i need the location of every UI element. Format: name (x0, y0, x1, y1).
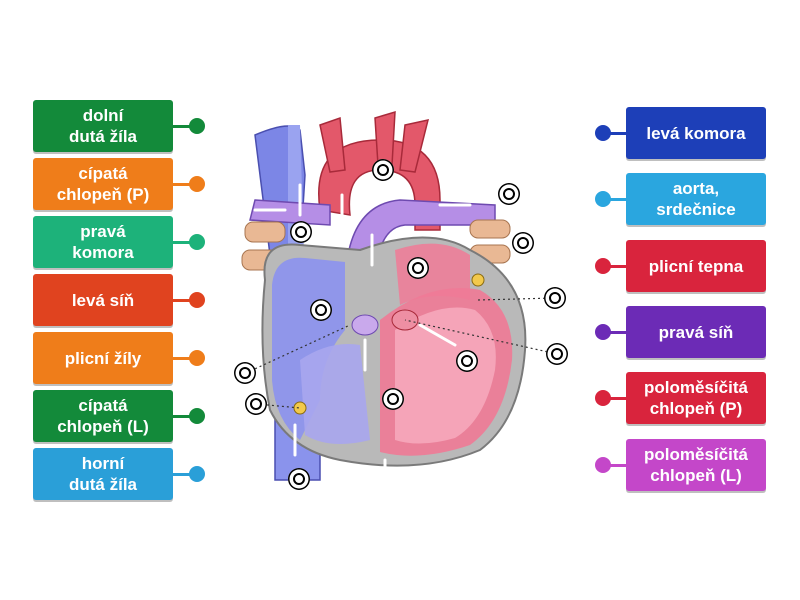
pin-dot (595, 258, 611, 274)
connector (173, 125, 195, 128)
label-prava-komora[interactable]: pravá komora (33, 216, 173, 268)
drop-target[interactable] (310, 299, 332, 321)
pin-dot (595, 390, 611, 406)
pin-dot (189, 292, 205, 308)
label-leva-komora[interactable]: levá komora (626, 107, 766, 159)
connector (604, 464, 626, 467)
label-plicni-tepna[interactable]: plicní tepna (626, 240, 766, 292)
label-plicni-zily[interactable]: plicní žíly (33, 332, 173, 384)
connector (604, 331, 626, 334)
connector (173, 415, 195, 418)
drop-target[interactable] (382, 388, 404, 410)
pin-dot (595, 324, 611, 340)
pin-dot (189, 234, 205, 250)
pin-dot (189, 118, 205, 134)
pin-dot (189, 466, 205, 482)
connector (173, 357, 195, 360)
label-horni-duta-zila[interactable]: horní dutá žíla (33, 448, 173, 500)
drop-target[interactable] (544, 287, 566, 309)
drop-target[interactable] (288, 468, 310, 490)
connector (604, 132, 626, 135)
drop-target[interactable] (290, 221, 312, 243)
drop-target[interactable] (498, 183, 520, 205)
label-aorta-srdecnice[interactable]: aorta, srdečnice (626, 173, 766, 225)
connector (173, 183, 195, 186)
connector (604, 397, 626, 400)
drop-target[interactable] (407, 257, 429, 279)
label-cipata-chlopen-l[interactable]: cípatá chlopeň (L) (33, 390, 173, 442)
label-leva-sin[interactable]: levá síň (33, 274, 173, 326)
drop-target[interactable] (546, 343, 568, 365)
label-prava-sin[interactable]: pravá síň (626, 306, 766, 358)
pin-dot (595, 191, 611, 207)
drop-target[interactable] (234, 362, 256, 384)
connector (173, 473, 195, 476)
drop-target[interactable] (512, 232, 534, 254)
pin-dot (595, 457, 611, 473)
pin-dot (595, 125, 611, 141)
drop-target[interactable] (456, 350, 478, 372)
connector (173, 299, 195, 302)
connector (604, 265, 626, 268)
label-polomesicita-chlopen-l[interactable]: poloměsíčitá chlopeň (L) (626, 439, 766, 491)
pin-dot (189, 350, 205, 366)
connector (604, 198, 626, 201)
drop-target[interactable] (372, 159, 394, 181)
label-cipata-chlopen-p[interactable]: cípatá chlopeň (P) (33, 158, 173, 210)
pin-dot (189, 408, 205, 424)
pin-dot (189, 176, 205, 192)
label-dolni-duta-zila[interactable]: dolní dutá žíla (33, 100, 173, 152)
label-polomesicita-chlopen-p[interactable]: poloměsíčitá chlopeň (P) (626, 372, 766, 424)
connector (173, 241, 195, 244)
drop-target[interactable] (245, 393, 267, 415)
